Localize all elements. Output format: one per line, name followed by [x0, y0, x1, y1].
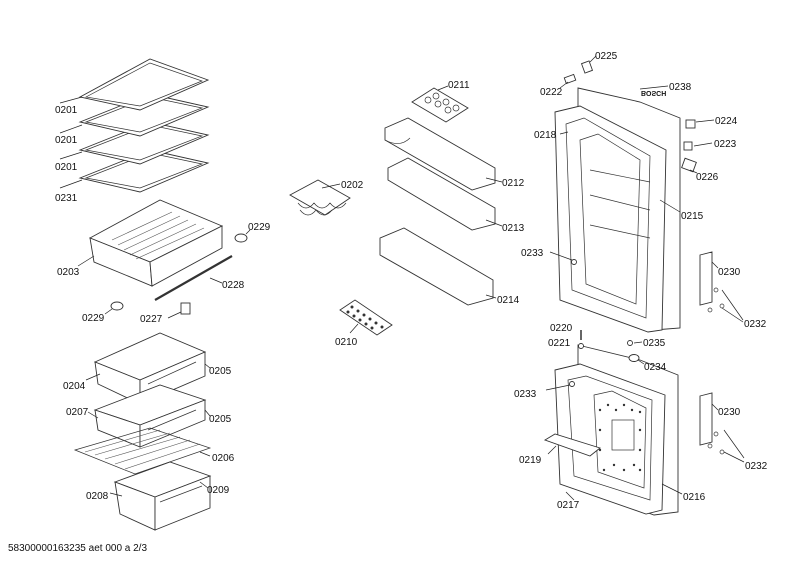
label-0218: 0218: [534, 130, 557, 141]
brand-mark: BOSCH: [641, 89, 666, 96]
label-0225: 0225: [595, 51, 618, 62]
label-0229-b: 0229: [82, 313, 105, 324]
hinge-block: [683, 141, 693, 151]
label-0208: 0208: [86, 491, 109, 502]
bottle-rack: [289, 179, 351, 216]
label-0212: 0212: [502, 178, 525, 189]
label-0230-a: 0230: [718, 267, 741, 278]
handle-bracket-lower: [699, 392, 725, 455]
clip-part: [180, 302, 191, 315]
freezer-door-lower: [554, 344, 679, 516]
label-0201-b: 0201: [55, 135, 78, 146]
label-0211: 0211: [448, 80, 470, 91]
label-0229-a: 0229: [248, 222, 271, 233]
trim-strip: [154, 255, 233, 301]
label-0224: 0224: [715, 116, 738, 127]
label-0234: 0234: [644, 362, 667, 373]
label-0205-b: 0205: [209, 414, 232, 425]
label-0203: 0203: [57, 267, 80, 278]
label-0231: 0231: [55, 193, 78, 204]
door-seal-marker-upper: [571, 259, 577, 265]
label-0207: 0207: [66, 407, 89, 418]
door-shelf-strip: [543, 433, 601, 457]
label-0228: 0228: [222, 280, 245, 291]
fridge-door-upper: BOSCH: [554, 87, 681, 333]
label-0222: 0222: [540, 87, 563, 98]
label-0230-b: 0230: [718, 407, 741, 418]
wire-grid-shelf: [73, 427, 212, 475]
label-0216: 0216: [683, 492, 706, 503]
label-0235: 0235: [643, 338, 666, 349]
part-labels: 0201 0201 0201 0231 0203 0229 0228 0229 …: [55, 51, 768, 511]
label-0215: 0215: [681, 211, 704, 222]
crisper-drawer-large: [88, 199, 224, 287]
label-0202: 0202: [341, 180, 364, 191]
label-0220: 0220: [550, 323, 573, 334]
label-0201-c: 0201: [55, 162, 78, 173]
label-0226: 0226: [696, 172, 719, 183]
hinge-pin-part: [685, 119, 696, 129]
bushing-part: [681, 157, 697, 173]
label-0206: 0206: [212, 453, 235, 464]
label-0233-b: 0233: [514, 389, 537, 400]
label-0227: 0227: [140, 314, 163, 325]
door-seal-marker-lower: [569, 381, 575, 387]
label-0213: 0213: [502, 223, 525, 234]
label-0232-a: 0232: [744, 319, 767, 330]
label-0205-a: 0205: [209, 366, 232, 377]
freezer-drawer-bottom: [113, 461, 212, 531]
washer-part: [578, 343, 584, 349]
foot-cap-lower: [110, 301, 124, 311]
label-0238: 0238: [669, 82, 692, 93]
label-0221: 0221: [548, 338, 571, 349]
handle-bracket-upper: [699, 251, 725, 313]
foot-cap-upper: [234, 233, 248, 243]
glass-shelf-stack: [78, 58, 210, 193]
egg-tray: [411, 87, 469, 123]
freezer-door-dots: [598, 403, 642, 472]
label-0217: 0217: [557, 500, 580, 511]
label-0219: 0219: [519, 455, 542, 466]
remote-control: [339, 299, 393, 336]
label-0210: 0210: [335, 337, 358, 348]
bearing-part: [628, 354, 640, 362]
label-0204: 0204: [63, 381, 86, 392]
cap-part: [627, 340, 633, 346]
label-0214: 0214: [497, 295, 520, 306]
label-0232-b: 0232: [745, 461, 768, 472]
label-0233-a: 0233: [521, 248, 544, 259]
hinge-cover: [580, 60, 594, 74]
door-bins: [379, 117, 496, 306]
label-0201-a: 0201: [55, 105, 78, 116]
label-0223: 0223: [714, 139, 737, 150]
freezer-drawer-middle: [93, 384, 207, 448]
footer-document-id: 58300000163235 aet 000 a 2/3: [8, 543, 147, 554]
label-0209: 0209: [207, 485, 230, 496]
hinge-part: [563, 73, 577, 85]
